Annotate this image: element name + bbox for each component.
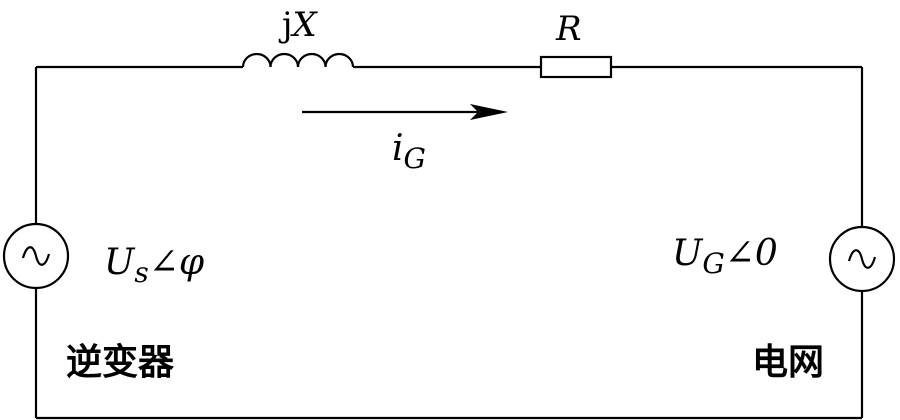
inverter-sine-icon [21,246,51,266]
inductor-coil [241,52,355,68]
inverter-voltage-label: Us∠φ [104,242,205,289]
current-label: iG [392,128,426,175]
resistor-label: R [555,9,582,49]
inductor-label: jX [278,5,319,45]
grid-sine-icon [847,249,877,269]
grid-label: 电网 [752,342,824,383]
grid-voltage-label: UG∠0 [672,233,778,280]
inverter-label: 逆变器 [66,341,175,383]
current-arrow-head [470,104,508,120]
resistor [539,55,613,79]
